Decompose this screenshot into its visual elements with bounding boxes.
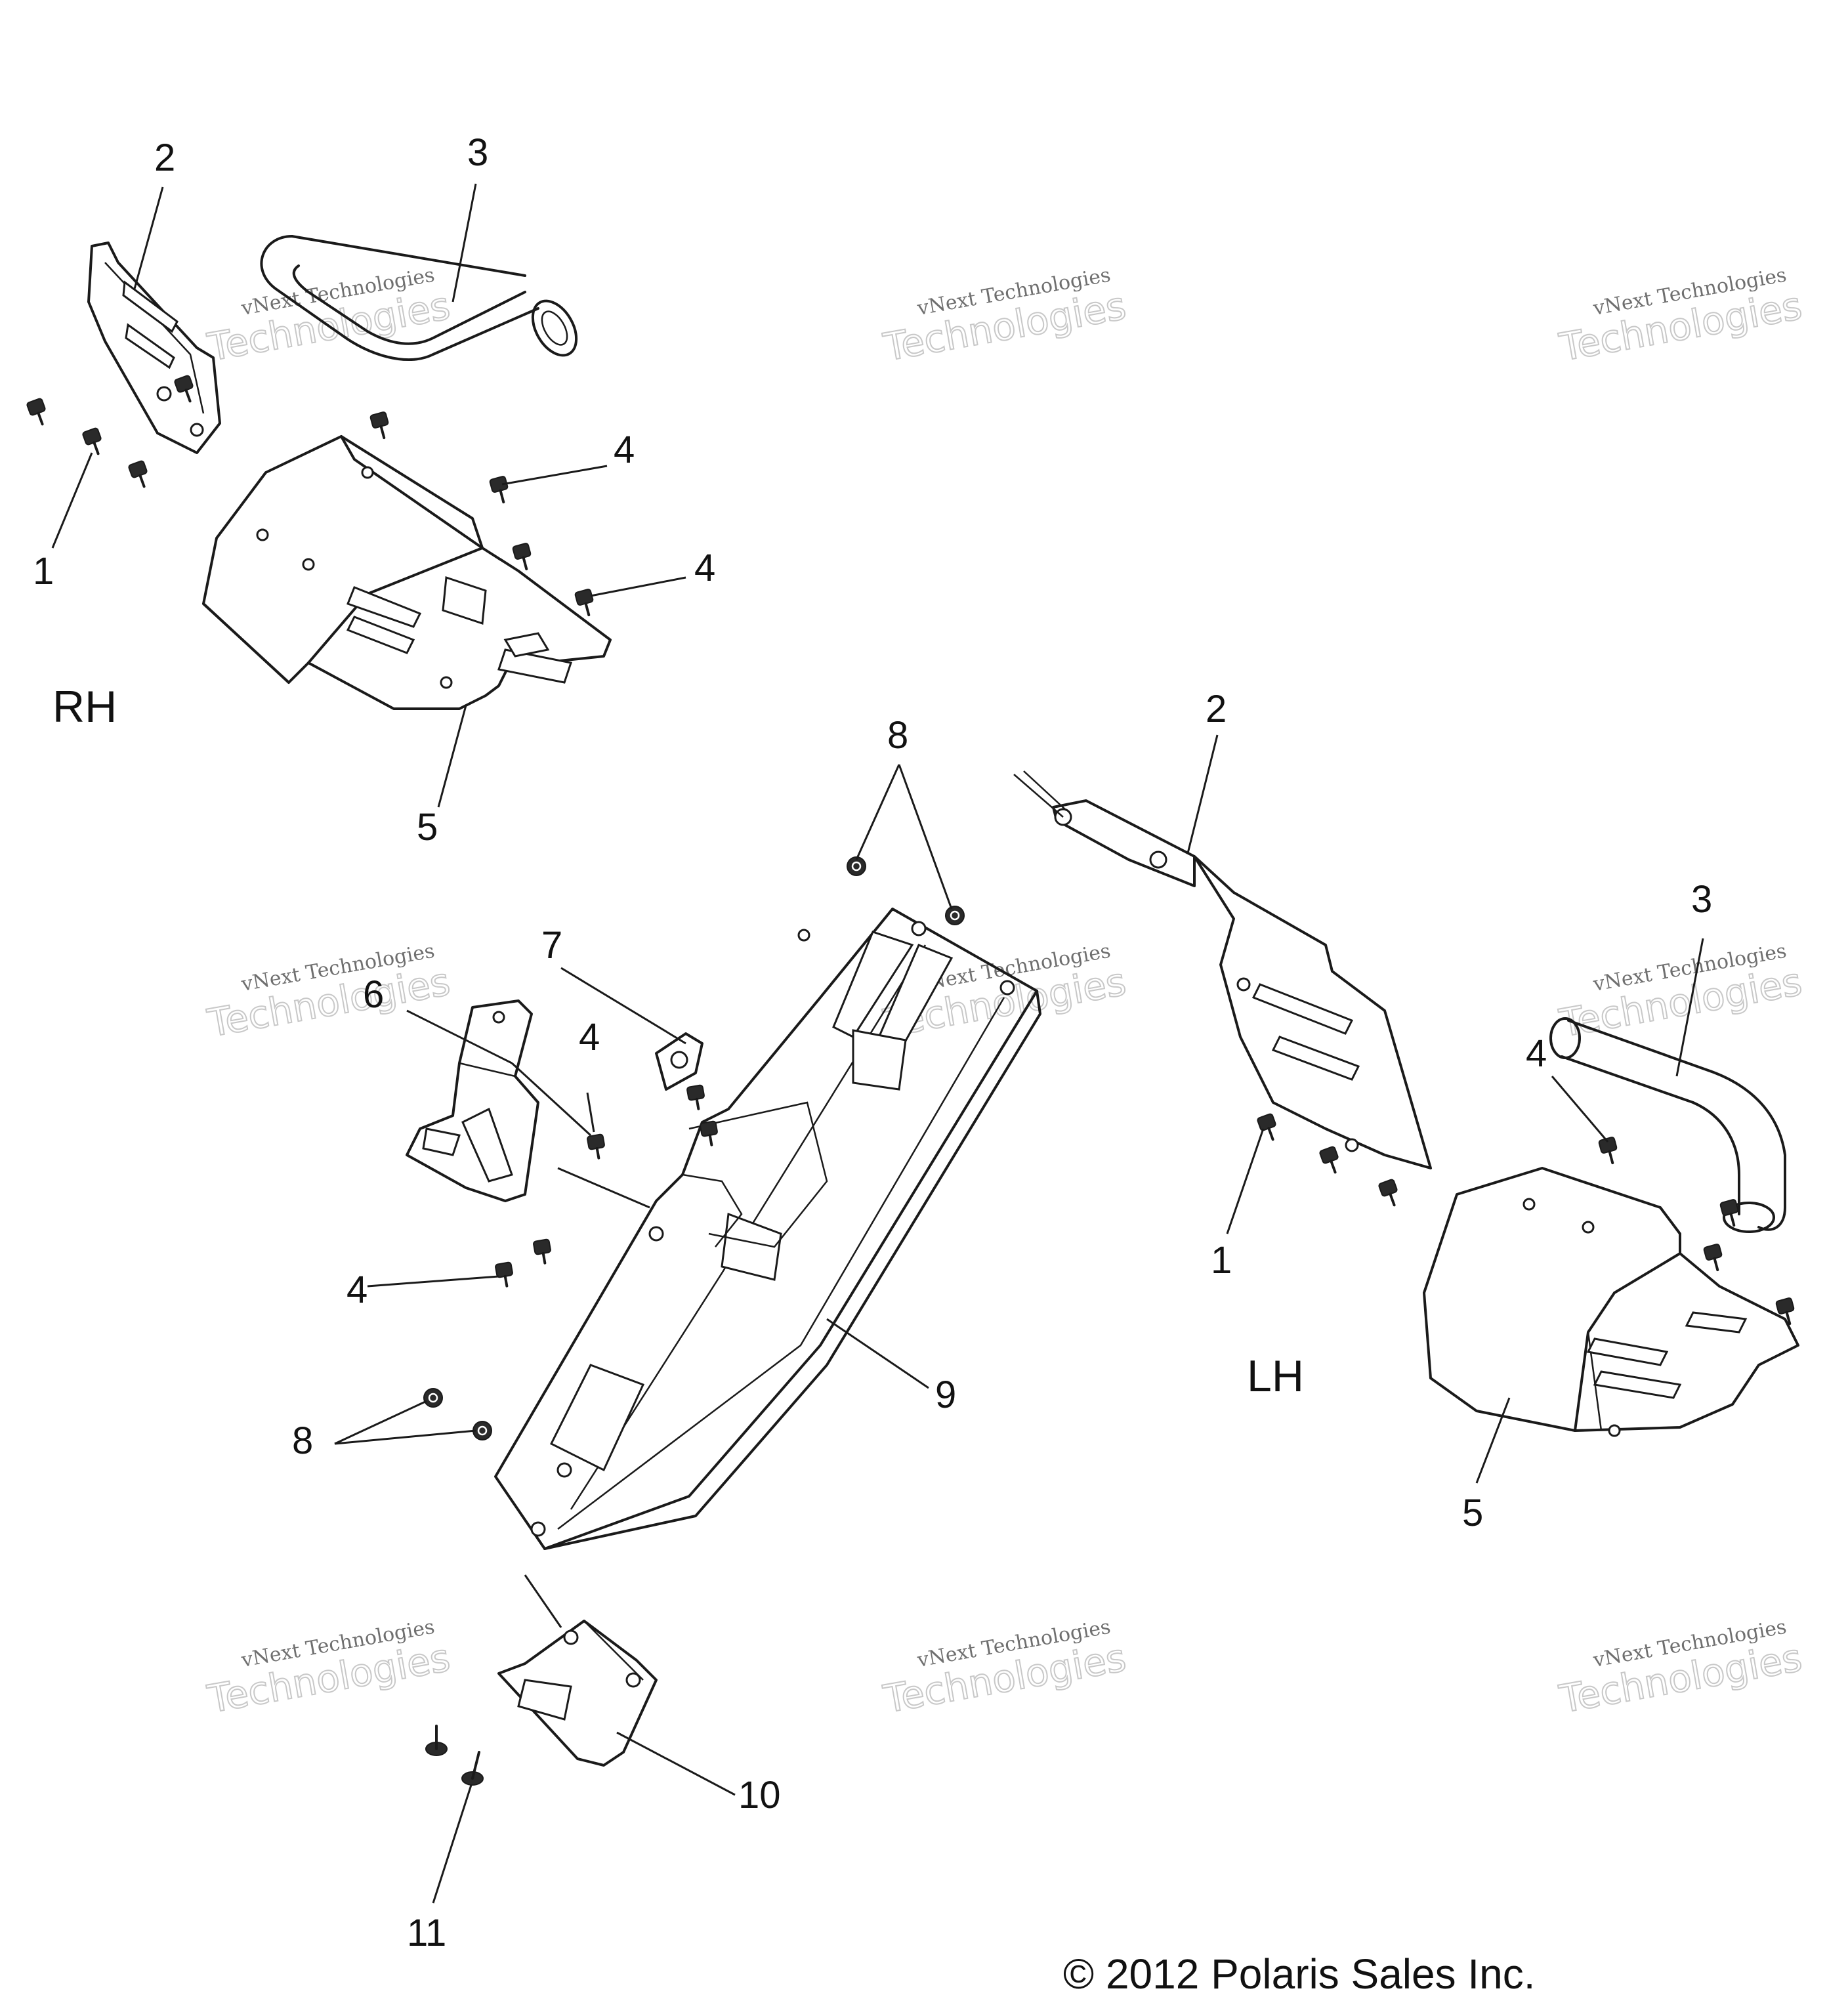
callout-lh-3: 3	[1691, 878, 1712, 921]
leader-lines	[51, 183, 1704, 1904]
callout-lh-2: 2	[1206, 688, 1227, 730]
callout-numbers: 2 3 4 4 1 5 8 7 6 4 4 8 9 10 11 2 3 4 1 …	[33, 131, 1712, 1954]
callout-8-upper: 8	[887, 714, 908, 757]
callout-center-4-upper: 4	[579, 1016, 600, 1059]
callout-lh-1: 1	[1211, 1239, 1232, 1282]
watermark-mid-left: Technologies vNext Technologies	[203, 940, 454, 1047]
watermark-top-center: Technologies vNext Technologies	[879, 264, 1130, 371]
lh-exhaust-pipe-part-3	[1549, 1017, 1786, 1233]
bracket-part-6	[406, 999, 539, 1202]
lh-bolts-part-4	[1598, 1137, 1795, 1326]
rh-exhaust-pipe-part-3	[260, 235, 578, 361]
watermark-bottom-right: Technologies vNext Technologies	[1555, 1616, 1806, 1723]
callout-rh-3: 3	[467, 131, 488, 174]
callout-lh-5: 5	[1462, 1492, 1483, 1534]
callout-9: 9	[935, 1374, 956, 1416]
rh-bolts-part-4	[369, 411, 594, 617]
callout-11: 11	[407, 1912, 446, 1954]
rh-assembly	[26, 235, 612, 710]
callout-10: 10	[738, 1774, 781, 1816]
callout-center-4-lower: 4	[346, 1269, 368, 1311]
tunnel-plate-part-9	[494, 908, 1041, 1550]
side-label-rh: RH	[52, 682, 117, 732]
callout-rh-2: 2	[154, 136, 175, 179]
rh-muffler-shield-part-5	[202, 435, 612, 710]
lh-assembly	[1013, 770, 1799, 1437]
rh-bracket-part-2	[87, 242, 221, 454]
rh-bolts-part-1	[26, 375, 194, 488]
watermark-bottom-left: Technologies vNext Technologies	[203, 1616, 454, 1723]
lh-bolts-part-1	[1257, 1113, 1398, 1207]
callout-rh-1: 1	[33, 550, 54, 593]
callout-rh-4-upper: 4	[614, 429, 635, 471]
callout-7: 7	[541, 924, 562, 967]
copyright-notice: © 2012 Polaris Sales Inc.	[1063, 1950, 1536, 1998]
callout-rh-4-lower: 4	[694, 547, 715, 589]
callout-lh-4: 4	[1526, 1032, 1547, 1075]
callout-8-lower: 8	[292, 1419, 313, 1462]
watermark-bottom-center: Technologies vNext Technologies	[879, 1616, 1130, 1723]
lh-muffler-shield-part-5	[1423, 1167, 1799, 1437]
watermark-top-right: Technologies vNext Technologies	[1555, 264, 1806, 371]
side-label-lh: LH	[1247, 1351, 1304, 1401]
callout-rh-5: 5	[417, 806, 438, 849]
small-bracket-part-7	[655, 1032, 718, 1146]
lh-bracket-part-2	[1013, 770, 1432, 1169]
lower-bracket-part-10	[497, 1574, 658, 1767]
callout-6: 6	[363, 973, 384, 1016]
nuts-part-8	[423, 856, 965, 1440]
center-assembly	[406, 856, 1041, 1786]
rivets-part-11	[425, 1725, 484, 1786]
watermark-top-left: Technologies vNext Technologies	[203, 264, 454, 371]
center-bolts-part-4	[495, 1133, 605, 1288]
